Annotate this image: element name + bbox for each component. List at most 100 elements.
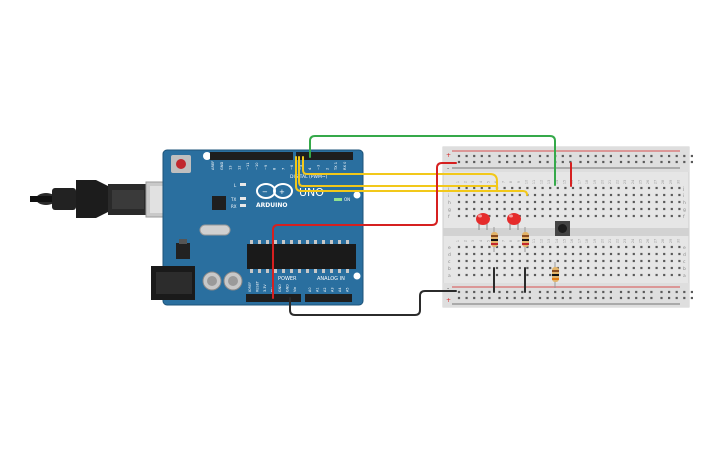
breadboard-hole[interactable] [473, 290, 476, 294]
breadboard-hole[interactable] [668, 154, 671, 158]
breadboard-hole[interactable] [465, 290, 468, 294]
breadboard-hole[interactable] [526, 266, 529, 270]
breadboard-hole[interactable] [480, 245, 483, 249]
breadboard-hole[interactable] [541, 193, 544, 197]
breadboard-hole[interactable] [495, 200, 499, 204]
wire-yellow-1[interactable] [302, 156, 498, 191]
breadboard-hole[interactable] [650, 290, 653, 294]
breadboard-hole[interactable] [465, 207, 468, 211]
breadboard-hole[interactable] [668, 296, 671, 300]
breadboard-hole[interactable] [506, 290, 509, 294]
breadboard-hole[interactable] [594, 273, 597, 277]
breadboard-hole[interactable] [554, 290, 557, 294]
breadboard-hole[interactable] [609, 193, 613, 197]
breadboard-hole[interactable] [670, 266, 673, 270]
breadboard-hole[interactable] [549, 193, 552, 197]
wire-black-gnd[interactable] [289, 290, 457, 316]
breadboard-hole[interactable] [625, 200, 628, 204]
breadboard-hole[interactable] [609, 154, 612, 158]
breadboard-hole[interactable] [473, 186, 476, 190]
breadboard-hole[interactable] [670, 273, 673, 277]
breadboard-hole[interactable] [488, 296, 491, 300]
breadboard-hole[interactable] [635, 296, 638, 300]
breadboard-hole[interactable] [587, 245, 590, 249]
breadboard-hole[interactable] [457, 160, 461, 164]
breadboard-hole[interactable] [670, 200, 673, 204]
breadboard-hole[interactable] [518, 266, 521, 270]
breadboard-hole[interactable] [625, 186, 628, 190]
breadboard-hole[interactable] [640, 214, 643, 218]
breadboard-hole[interactable] [594, 207, 597, 211]
breadboard-hole[interactable] [594, 245, 597, 249]
breadboard-hole[interactable] [541, 186, 544, 190]
breadboard-hole[interactable] [526, 259, 529, 263]
breadboard-hole[interactable] [526, 207, 529, 211]
breadboard-hole[interactable] [569, 290, 572, 294]
breadboard-hole[interactable] [587, 252, 590, 256]
breadboard-hole[interactable] [549, 273, 552, 277]
breadboard-hole[interactable] [625, 259, 628, 263]
breadboard-hole[interactable] [670, 252, 673, 256]
breadboard-hole[interactable] [488, 160, 491, 164]
breadboard-hole[interactable] [675, 290, 678, 294]
breadboard-hole[interactable] [609, 296, 612, 300]
breadboard-hole[interactable] [533, 252, 537, 256]
breadboard-hole[interactable] [533, 259, 537, 263]
breadboard-hole[interactable] [538, 290, 542, 294]
breadboard-hole[interactable] [571, 214, 575, 218]
breadboard-hole[interactable] [647, 266, 651, 270]
breadboard-hole[interactable] [495, 214, 499, 218]
breadboard-hole[interactable] [528, 290, 531, 294]
breadboard-hole[interactable] [571, 273, 575, 277]
breadboard-hole[interactable] [561, 160, 564, 164]
breadboard-hole[interactable] [627, 296, 630, 300]
breadboard-hole[interactable] [647, 259, 651, 263]
breadboard-hole[interactable] [609, 245, 613, 249]
breadboard-hole[interactable] [465, 154, 468, 158]
breadboard-hole[interactable] [647, 214, 651, 218]
breadboard-hole[interactable] [488, 290, 491, 294]
breadboard-hole[interactable] [488, 259, 491, 263]
breadboard-hole[interactable] [617, 207, 620, 211]
breadboard-hole[interactable] [480, 266, 483, 270]
breadboard-hole[interactable] [617, 186, 620, 190]
push-button[interactable] [555, 221, 570, 236]
breadboard-hole[interactable] [632, 259, 635, 263]
breadboard-hole[interactable] [564, 193, 567, 197]
breadboard-hole[interactable] [506, 160, 509, 164]
breadboard-hole[interactable] [518, 252, 521, 256]
breadboard-hole[interactable] [521, 160, 524, 164]
led-2[interactable] [507, 213, 521, 230]
breadboard-hole[interactable] [518, 207, 521, 211]
breadboard-hole[interactable] [625, 273, 628, 277]
breadboard-hole[interactable] [488, 186, 491, 190]
breadboard-hole[interactable] [617, 266, 620, 270]
breadboard-hole[interactable] [617, 214, 620, 218]
breadboard-hole[interactable] [660, 160, 663, 164]
breadboard-hole[interactable] [587, 207, 590, 211]
breadboard-hole[interactable] [546, 154, 549, 158]
breadboard-hole[interactable] [473, 193, 476, 197]
breadboard-hole[interactable] [678, 214, 681, 218]
breadboard-hole[interactable] [541, 266, 544, 270]
breadboard-hole[interactable] [632, 245, 635, 249]
breadboard-hole[interactable] [571, 207, 575, 211]
breadboard-hole[interactable] [556, 186, 559, 190]
breadboard-hole[interactable] [513, 290, 516, 294]
breadboard-hole[interactable] [495, 245, 499, 249]
breadboard-hole[interactable] [569, 160, 572, 164]
breadboard-hole[interactable] [503, 252, 506, 256]
breadboard-hole[interactable] [549, 259, 552, 263]
breadboard-hole[interactable] [663, 186, 666, 190]
breadboard-hole[interactable] [647, 186, 651, 190]
breadboard-hole[interactable] [480, 207, 483, 211]
breadboard-hole[interactable] [609, 214, 613, 218]
breadboard-hole[interactable] [655, 200, 658, 204]
breadboard-hole[interactable] [678, 273, 681, 277]
breadboard-hole[interactable] [675, 160, 678, 164]
breadboard-hole[interactable] [513, 154, 516, 158]
breadboard-hole[interactable] [495, 193, 499, 197]
breadboard-hole[interactable] [587, 214, 590, 218]
breadboard-hole[interactable] [625, 245, 628, 249]
breadboard-hole[interactable] [660, 154, 663, 158]
